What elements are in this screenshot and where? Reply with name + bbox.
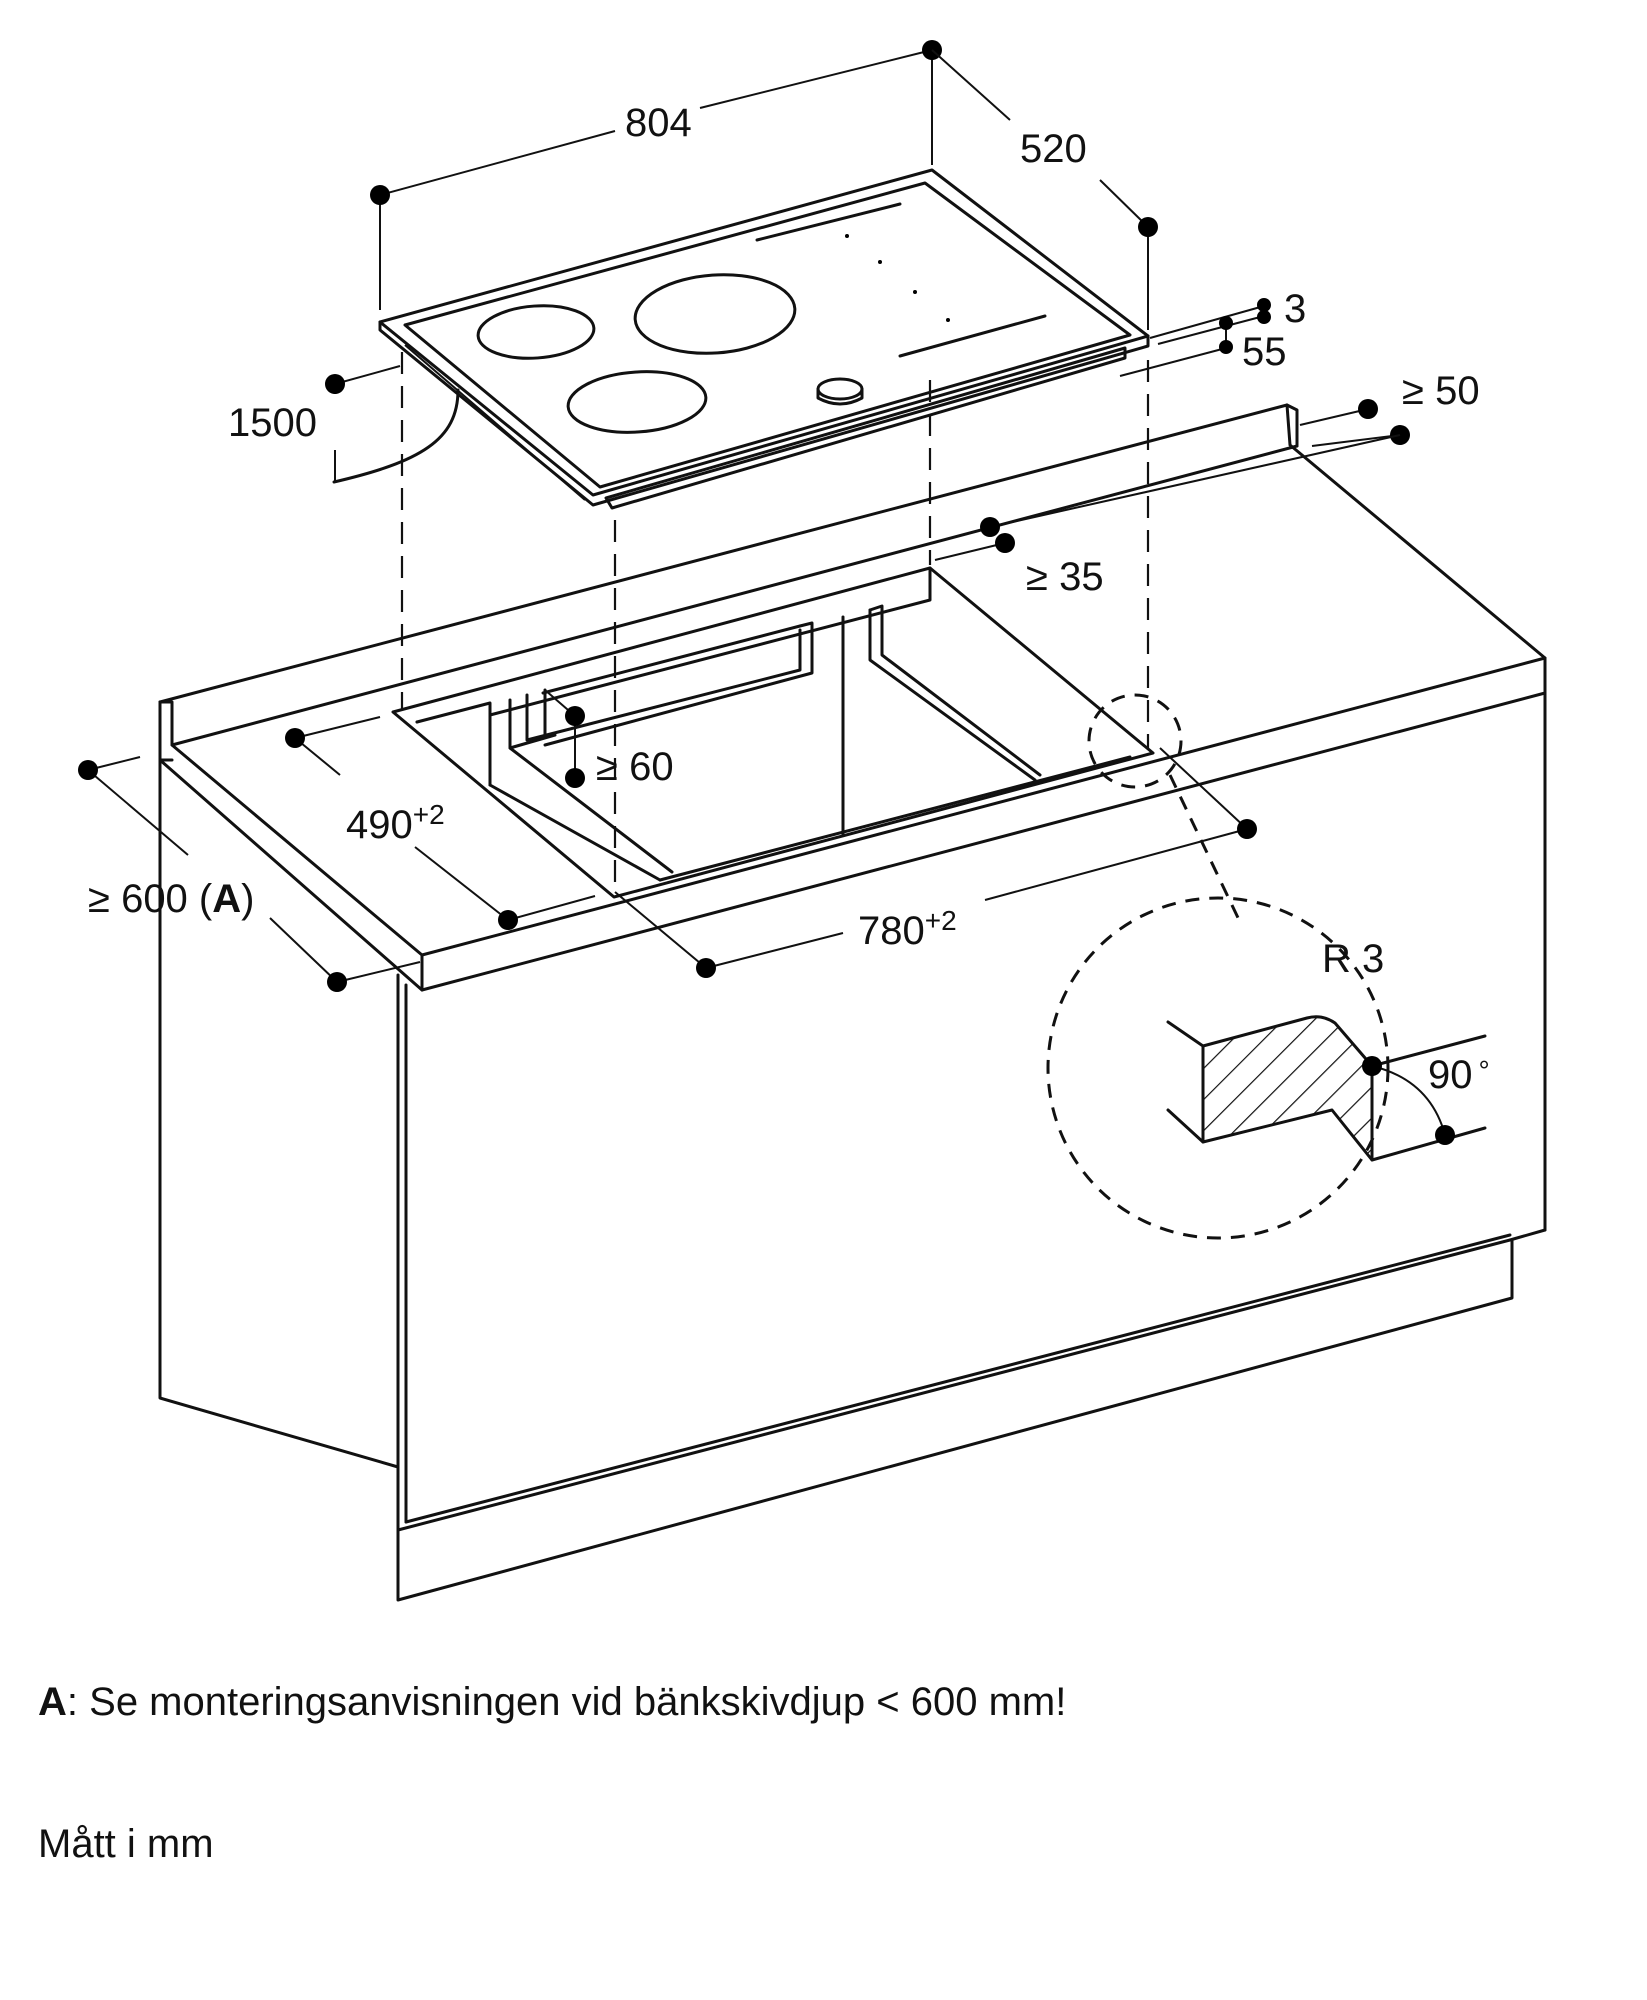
dim-dot (565, 768, 585, 788)
note-a-sep: : (66, 1680, 79, 1724)
dim-width-label: 804 (625, 101, 692, 145)
dim-dot (1138, 217, 1158, 237)
hob (332, 168, 1150, 510)
dim-dot (1358, 399, 1378, 419)
dim-cable-label: 1500 (228, 401, 317, 445)
dim-cutout-width-label: 780+2 (858, 905, 957, 953)
dim-dot (1237, 819, 1257, 839)
dimension-labels: 804 520 3 55 1500 ≥ 50 ≥ 35 ≥ 60 490+2 7… (88, 101, 1490, 1097)
dim-dot (1257, 310, 1271, 324)
dim-inner-gap-label: ≥ 60 (596, 745, 674, 789)
dim-dot (1219, 316, 1233, 330)
dim-dot (78, 760, 98, 780)
dim-rear-gap-label: ≥ 50 (1402, 369, 1480, 413)
dim-dot (1257, 298, 1271, 312)
dim-dot (498, 910, 518, 930)
note-a: A: Se monteringsanvisningen vid bänkskiv… (38, 1680, 1066, 1725)
edge-section (1201, 1015, 1374, 1162)
power-cable (332, 388, 460, 484)
note-a-label: A (38, 1680, 67, 1724)
dim-dot (370, 185, 390, 205)
cabinet (158, 663, 1547, 1602)
dim-depth-label: 520 (1020, 127, 1087, 171)
detail-circle (1046, 896, 1390, 1240)
dim-dot (1219, 340, 1233, 354)
cooking-zone-large (633, 273, 797, 355)
detail-callout (1046, 693, 1487, 1240)
dim-radius-label: R 3 (1322, 937, 1384, 981)
dim-front-gap-label: ≥ 35 (1026, 555, 1104, 599)
dim-dot (325, 374, 345, 394)
dim-dot (565, 706, 585, 726)
dim-dot (995, 533, 1015, 553)
dim-dot (1362, 1056, 1382, 1076)
dim-counter-depth-label: ≥ 600 (A) (88, 877, 254, 921)
dim-dot (980, 517, 1000, 537)
countertop (158, 403, 1547, 992)
note-a-text: Se monteringsanvisningen vid bänkskivdju… (89, 1680, 1067, 1724)
dim-angle-label: 90° (1428, 1053, 1490, 1097)
dim-cutout-depth-label: 490+2 (346, 799, 445, 847)
dim-dot (285, 728, 305, 748)
cutout (391, 566, 1155, 899)
dimension-lines (78, 40, 1410, 992)
units-note: Mått i mm (38, 1822, 214, 1866)
dim-glass-label: 3 (1284, 287, 1306, 331)
dim-height-label: 55 (1242, 330, 1287, 374)
projection-lines (400, 352, 1150, 890)
cooking-zone-small-front (566, 370, 708, 434)
cooking-zone-small-back (476, 304, 596, 360)
dim-dot (327, 972, 347, 992)
control-knob (816, 377, 864, 406)
dim-dot (696, 958, 716, 978)
dim-dot (1435, 1125, 1455, 1145)
